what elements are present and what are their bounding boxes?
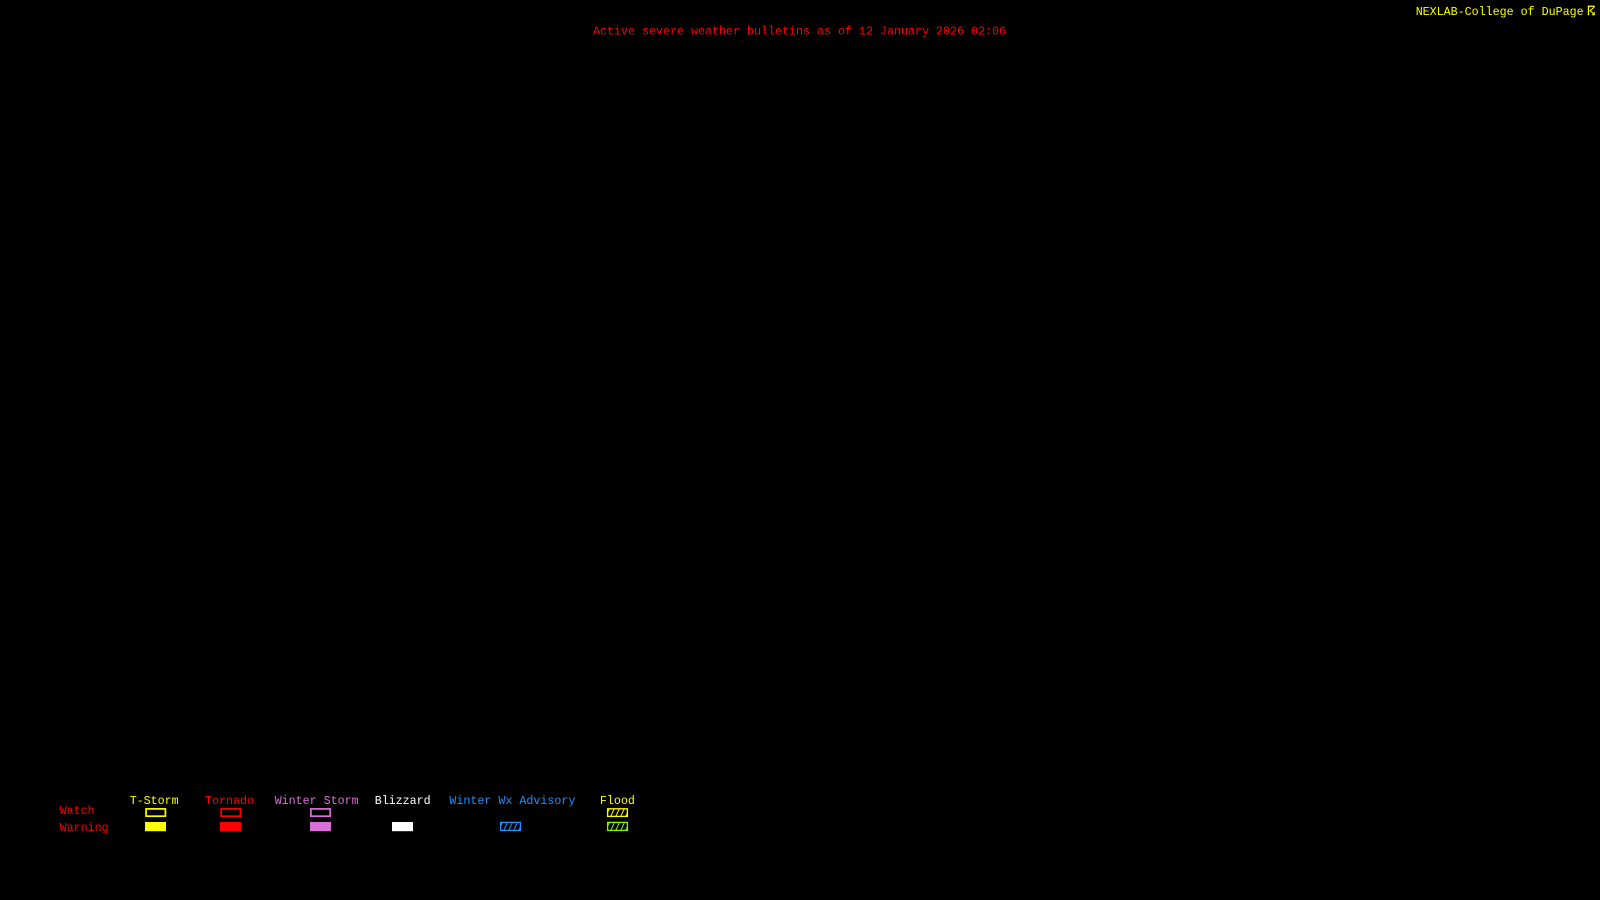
svg-text:T-Storm: T-Storm [130,794,179,808]
svg-text:Tornado: Tornado [205,794,254,808]
svg-text:Active severe weather bulletin: Active severe weather bulletins as of 12… [593,24,1006,38]
svg-text:Flood: Flood [600,794,635,808]
svg-text:Warning: Warning [60,821,109,835]
svg-text:Winter Storm: Winter Storm [275,794,359,808]
svg-text:NEXLAB-College of DuPage: NEXLAB-College of DuPage [1416,5,1584,19]
svg-text:Watch: Watch [60,804,95,818]
svg-text:Blizzard: Blizzard [375,794,431,808]
svg-text:Winter Wx Advisory: Winter Wx Advisory [449,794,575,808]
